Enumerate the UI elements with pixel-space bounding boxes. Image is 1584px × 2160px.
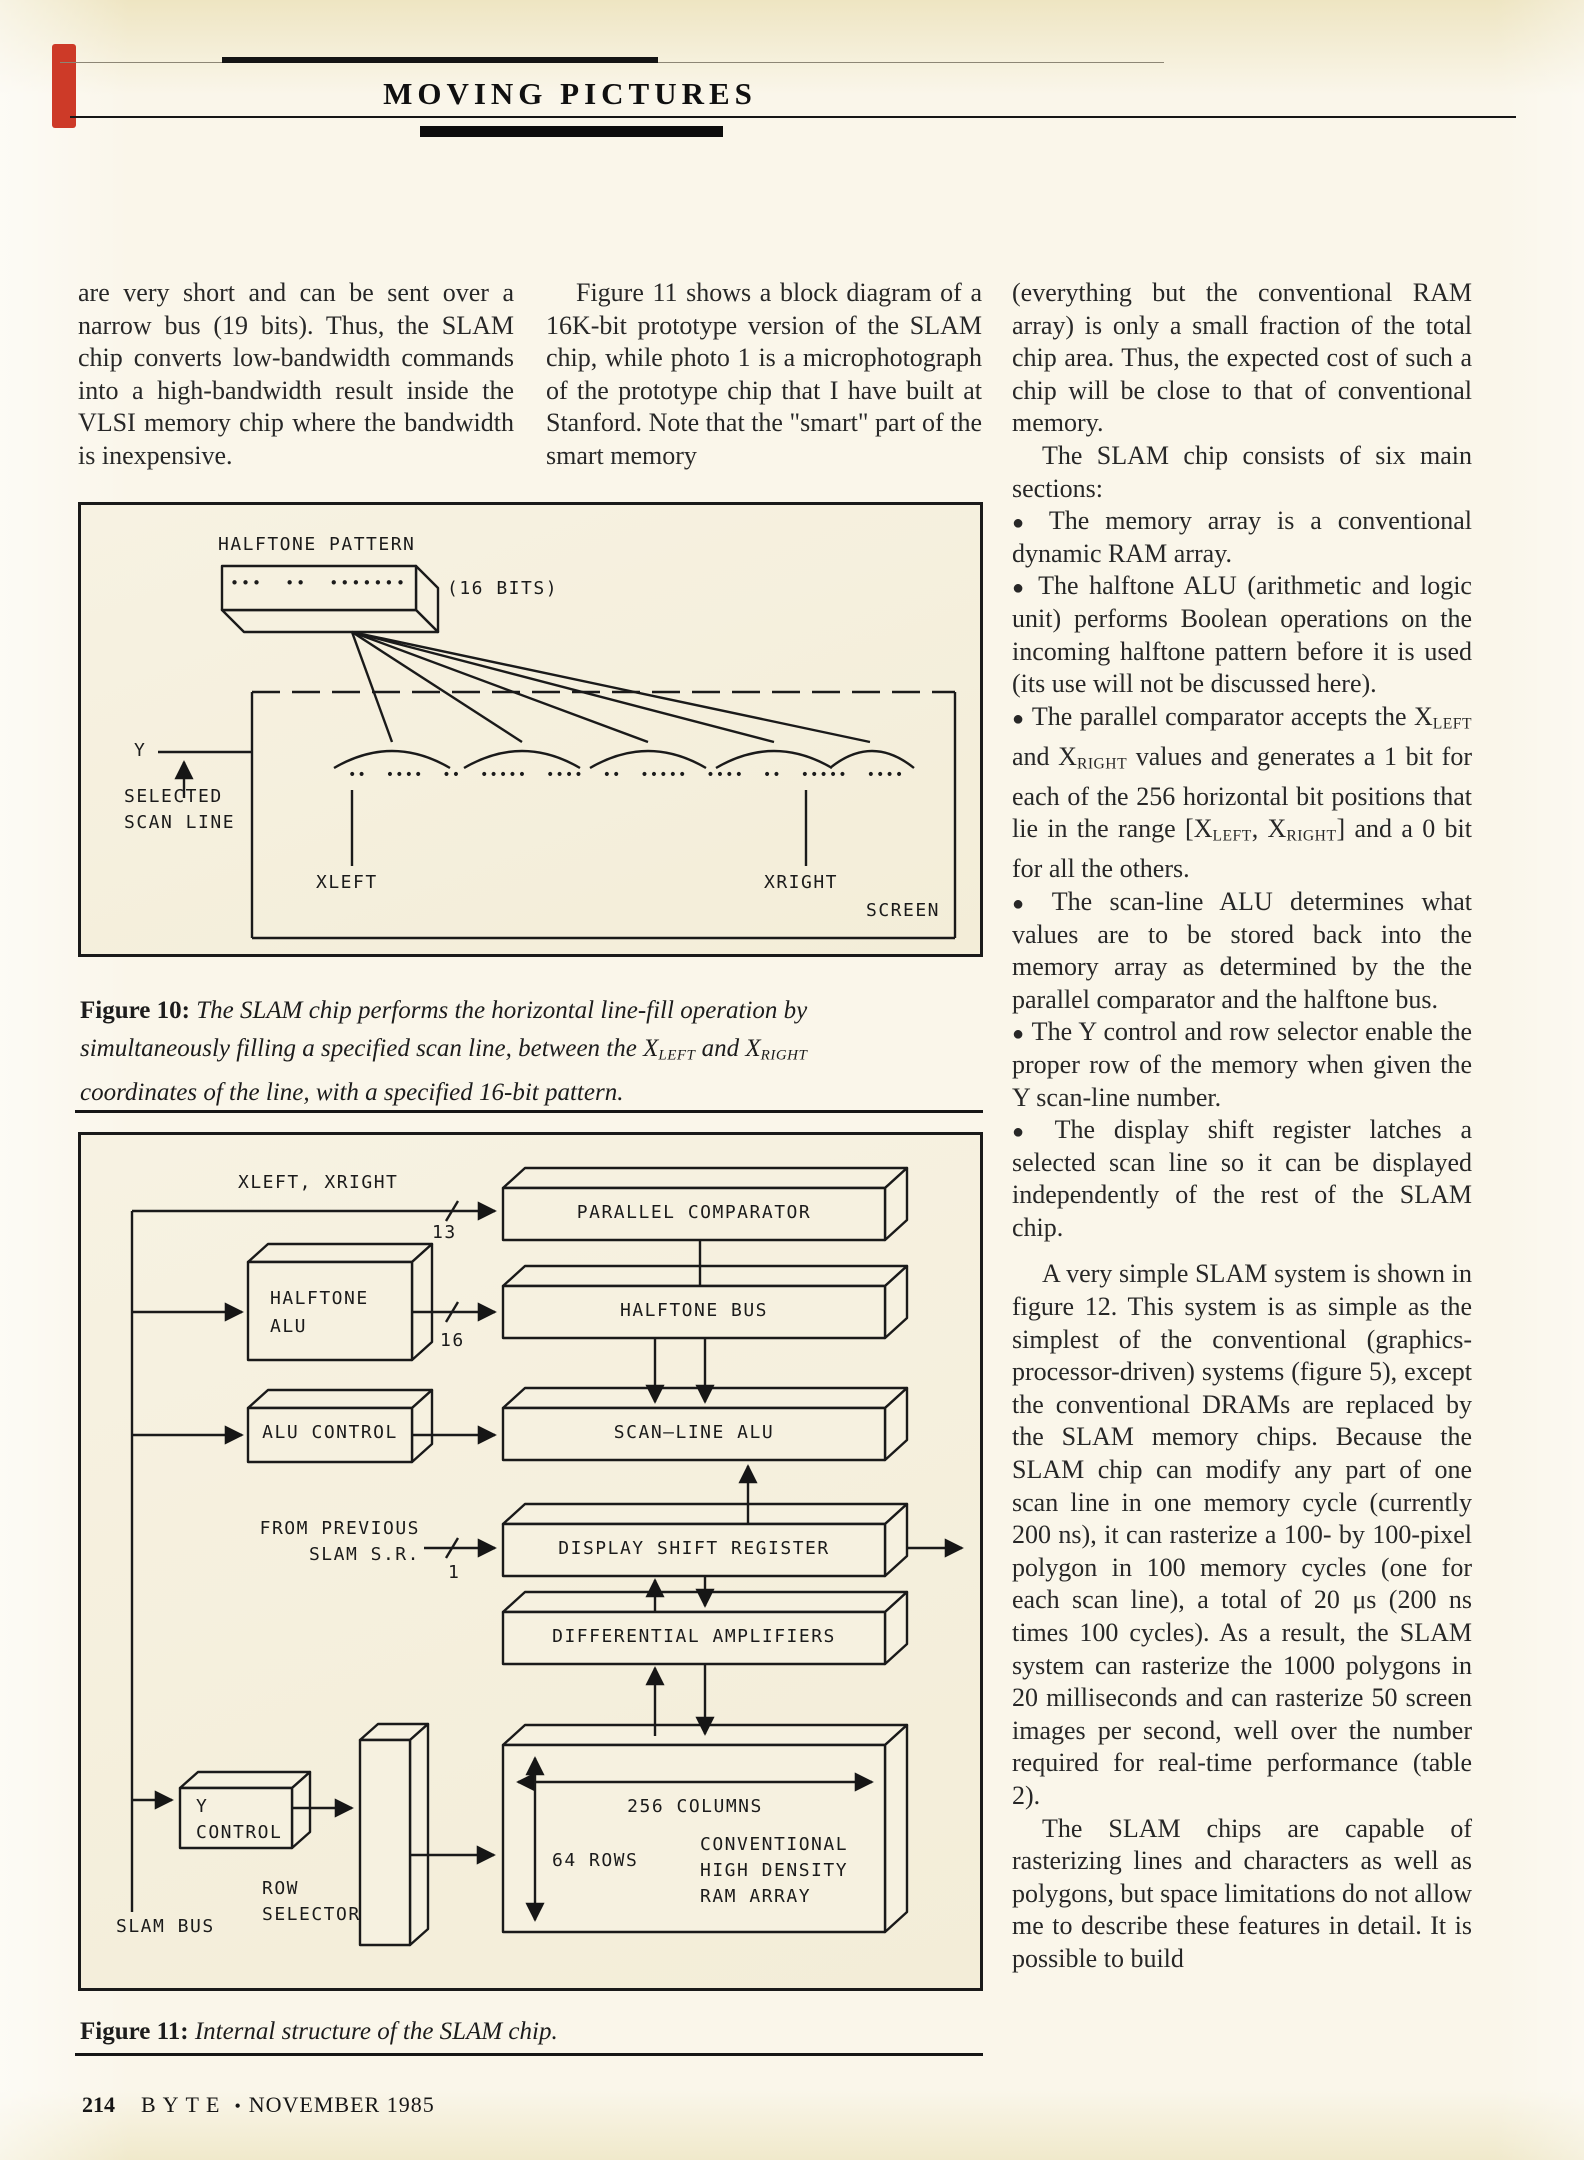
- body-paragraph: Figure 11 shows a block diagram of a 16K…: [546, 278, 982, 470]
- text-column-1: are very short and can be sent over a na…: [78, 277, 514, 473]
- bullet-paragraph: ● The Y control and row selector enable …: [1012, 1017, 1472, 1112]
- figure-11-caption: Figure 11: Internal structure of the SLA…: [80, 2018, 558, 2045]
- body-paragraph: The SLAM chip consists of six main secti…: [1012, 440, 1472, 503]
- text-column-3: (everything but the conventional RAM arr…: [1012, 277, 1472, 1976]
- body-paragraph: The SLAM chips are capable of rasterizin…: [1012, 1813, 1473, 1973]
- text-column-2: Figure 11 shows a block diagram of a 16K…: [546, 277, 982, 473]
- figure-10-caption: Figure 10: The SLAM chip performs the ho…: [80, 997, 808, 1107]
- body-paragraph: A very simple SLAM system is shown in fi…: [1012, 1259, 1472, 1810]
- bullet-paragraph: ● The halftone ALU (arithmetic and logic…: [1012, 571, 1472, 699]
- bullet-paragraph: ● The parallel comparator accepts the XL…: [1012, 701, 1472, 884]
- magazine-name: BYTE: [141, 2092, 227, 2117]
- bullet-paragraph: ● The display shift register latches a s…: [1012, 1115, 1472, 1242]
- header-thick-bar: [420, 126, 723, 137]
- issue-date: NOVEMBER 1985: [248, 2092, 435, 2117]
- page-footer: 214 BYTE • NOVEMBER 1985: [82, 2092, 435, 2118]
- page-title: MOVING PICTURES: [383, 76, 757, 111]
- scan-artifact-red: [52, 44, 76, 128]
- header-rule: [70, 116, 1516, 118]
- scan-edge-line: [222, 57, 658, 63]
- caption-10-rule: [75, 1110, 983, 1113]
- caption-11-rule: [75, 2053, 983, 2056]
- footer-separator: •: [234, 2096, 241, 2116]
- bullet-paragraph: ● The memory array is a conventional dyn…: [1012, 506, 1472, 568]
- body-paragraph: are very short and can be sent over a na…: [78, 278, 514, 470]
- bullet-paragraph: ● The scan-line ALU determines what valu…: [1012, 886, 1472, 1014]
- page-number: 214: [82, 2092, 115, 2117]
- body-paragraph: (everything but the conventional RAM arr…: [1012, 278, 1472, 438]
